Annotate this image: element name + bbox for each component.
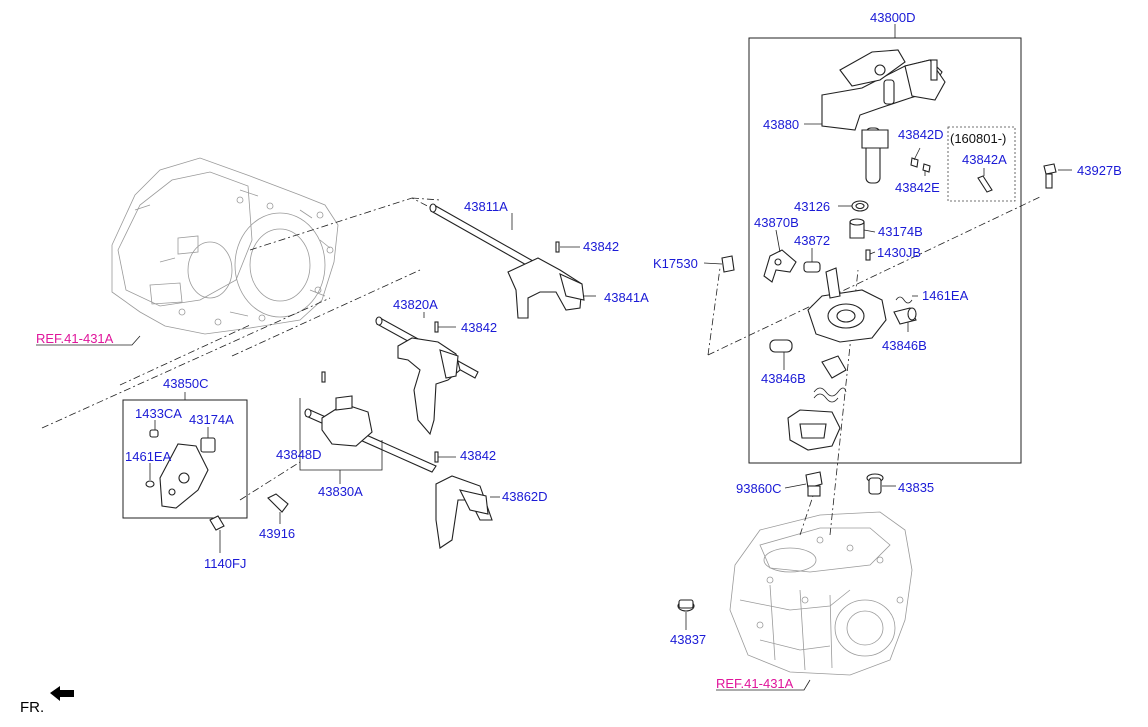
label-43820A[interactable]: 43820A — [393, 297, 438, 312]
part-labels: 43800D 43880 43842D (160801-) 43842A 439… — [36, 10, 1122, 691]
plug-43835[interactable] — [866, 473, 884, 495]
plug-43846B-left[interactable] — [769, 339, 793, 353]
label-43880[interactable]: 43880 — [763, 117, 799, 132]
shift-fork-43841A[interactable] — [507, 257, 585, 319]
reference-link-left[interactable]: REF.41-431A — [36, 331, 114, 346]
detent-plate[interactable] — [821, 355, 847, 379]
pin-43842-lower[interactable] — [434, 451, 439, 463]
label-1433CA[interactable]: 1433CA — [135, 406, 182, 421]
gate-43850C[interactable] — [159, 443, 209, 509]
front-direction-marker: FR. — [20, 686, 74, 716]
shift-fork-43862D[interactable] — [435, 475, 493, 549]
spacer-43872[interactable] — [803, 261, 821, 273]
spring[interactable] — [813, 387, 847, 403]
label-43811A[interactable]: 43811A — [464, 199, 508, 214]
label-93860C[interactable]: 93860C — [736, 481, 782, 496]
label-43927B[interactable]: 43927B — [1077, 163, 1122, 178]
label-43842-upper[interactable]: 43842 — [583, 239, 619, 254]
transmission-case-right — [729, 511, 913, 676]
switch-93860C[interactable] — [805, 471, 823, 497]
clip-1461EA-right[interactable] — [895, 296, 913, 304]
label-43830A[interactable]: 43830A — [318, 484, 363, 499]
label-43842-lower[interactable]: 43842 — [460, 448, 496, 463]
sensor-K17530[interactable] — [721, 255, 735, 273]
assembly-box-43800D — [748, 37, 1022, 464]
shift-rail-43811A[interactable] — [429, 203, 541, 272]
label-43916[interactable]: 43916 — [259, 526, 295, 541]
label-43842-middle[interactable]: 43842 — [461, 320, 497, 335]
bushing-43174B[interactable] — [849, 218, 865, 239]
pin-small — [321, 371, 326, 383]
bushing-43174A[interactable] — [200, 437, 216, 453]
label-1430JB[interactable]: 1430JB — [877, 245, 921, 260]
bolt-43916[interactable] — [267, 493, 289, 513]
label-43842D[interactable]: 43842D — [898, 127, 944, 142]
label-1461EA-right[interactable]: 1461EA — [922, 288, 969, 303]
selector-body[interactable] — [807, 267, 887, 343]
shift-lug-43848D[interactable] — [321, 395, 373, 447]
nut-1433CA[interactable] — [149, 429, 159, 438]
label-43800D[interactable]: 43800D — [870, 10, 916, 25]
shift-fork-43820A[interactable] — [397, 337, 461, 436]
bolt-1140FJ[interactable] — [209, 515, 225, 531]
label-43174A[interactable]: 43174A — [189, 412, 234, 427]
label-43842A[interactable]: 43842A — [962, 152, 1007, 167]
label-43126[interactable]: 43126 — [794, 199, 830, 214]
label-43846B-left[interactable]: 43846B — [761, 371, 806, 386]
bracket-43870B[interactable] — [763, 249, 797, 283]
variant-box-160801 — [947, 126, 1016, 202]
plug-43837[interactable] — [677, 599, 695, 612]
clip-1461EA-left[interactable] — [145, 480, 155, 488]
label-43842E[interactable]: 43842E — [895, 180, 940, 195]
label-43862D[interactable]: 43862D — [502, 489, 548, 504]
label-K17530[interactable]: K17530 — [653, 256, 698, 271]
pin-43842-middle[interactable] — [434, 321, 439, 333]
front-arrow-icon — [50, 686, 74, 701]
front-label: FR. — [20, 699, 44, 716]
pin-43842A[interactable] — [977, 175, 993, 193]
pin-43842D[interactable] — [910, 157, 931, 173]
label-43837[interactable]: 43837 — [670, 632, 706, 647]
label-43848D[interactable]: 43848D — [276, 447, 322, 462]
label-1461EA-left[interactable]: 1461EA — [125, 449, 172, 464]
label-43174B[interactable]: 43174B — [878, 224, 923, 239]
label-43850C[interactable]: 43850C — [163, 376, 209, 391]
bolt-43927B[interactable] — [1043, 163, 1057, 189]
plug-43846B-right[interactable] — [893, 307, 917, 325]
guide-bracket[interactable] — [787, 409, 841, 451]
label-43835[interactable]: 43835 — [898, 480, 934, 495]
control-lever-43880[interactable] — [821, 49, 946, 184]
label-43846B-right[interactable]: 43846B — [882, 338, 927, 353]
bolt-1430JB[interactable] — [865, 249, 871, 261]
leader-lines — [36, 24, 1072, 691]
reference-link-right[interactable]: REF.41-431A — [716, 676, 794, 691]
transmission-case-left — [111, 157, 339, 335]
label-43870B[interactable]: 43870B — [754, 215, 799, 230]
label-43872[interactable]: 43872 — [794, 233, 830, 248]
pin-43842-upper[interactable] — [555, 241, 560, 253]
label-160801: (160801-) — [950, 131, 1006, 146]
seal-43126[interactable] — [851, 200, 869, 212]
label-43841A[interactable]: 43841A — [604, 290, 649, 305]
label-1140FJ[interactable]: 1140FJ — [204, 556, 246, 571]
